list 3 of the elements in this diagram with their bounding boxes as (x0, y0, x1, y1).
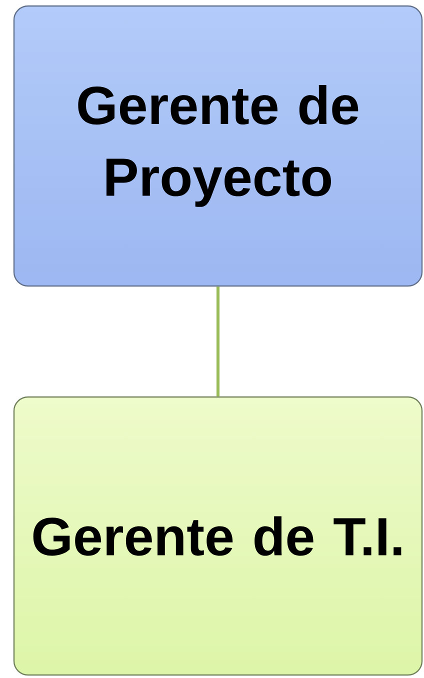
connector-line (216, 286, 220, 396)
org-box: Gerente de T.I. (13, 396, 423, 676)
org-box: Gerente de Proyecto (13, 5, 423, 287)
